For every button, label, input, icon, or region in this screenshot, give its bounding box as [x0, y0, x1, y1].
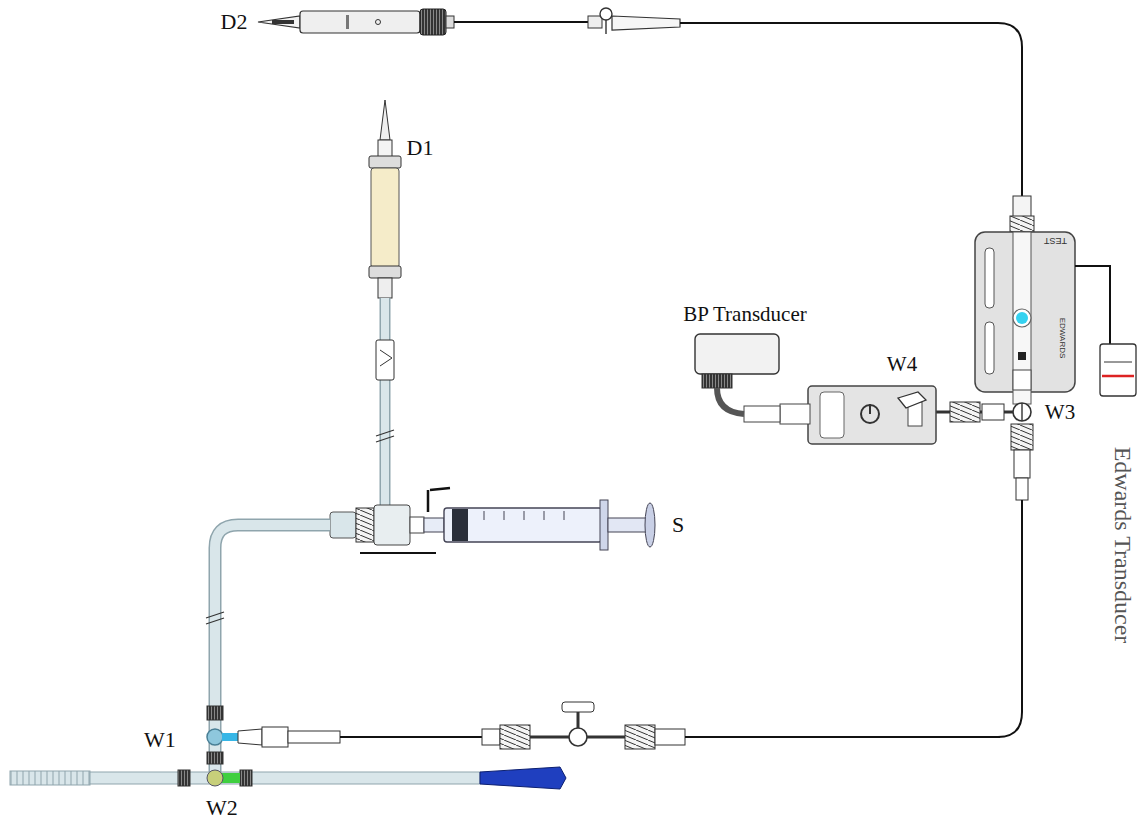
bp-transducer-assembly — [695, 334, 1013, 444]
spike-label: D2 — [221, 11, 248, 33]
d2-spike — [258, 9, 454, 35]
spike-label: D1 — [407, 137, 434, 159]
component-label: Edwards Transducer — [1111, 447, 1135, 644]
edwards-flush-device — [975, 196, 1136, 404]
d1-drip-set — [369, 100, 450, 512]
w2-line — [10, 767, 566, 789]
stopcock-label: W3 — [1045, 402, 1075, 423]
stopcock-label: W2 — [206, 797, 238, 819]
stopcock-label: W1 — [144, 729, 176, 751]
device-marking: EDWARDS — [1058, 318, 1066, 359]
d2-tubing — [454, 8, 1022, 196]
device-marking: TEST — [1044, 236, 1067, 245]
w1-line — [207, 702, 1000, 749]
syringe — [424, 500, 655, 550]
syringe-label: S — [672, 514, 684, 536]
w3-stopcock — [998, 403, 1033, 737]
syringe-junction — [330, 505, 436, 553]
stopcock-label: W4 — [887, 354, 917, 375]
component-label: BP Transducer — [683, 304, 807, 325]
